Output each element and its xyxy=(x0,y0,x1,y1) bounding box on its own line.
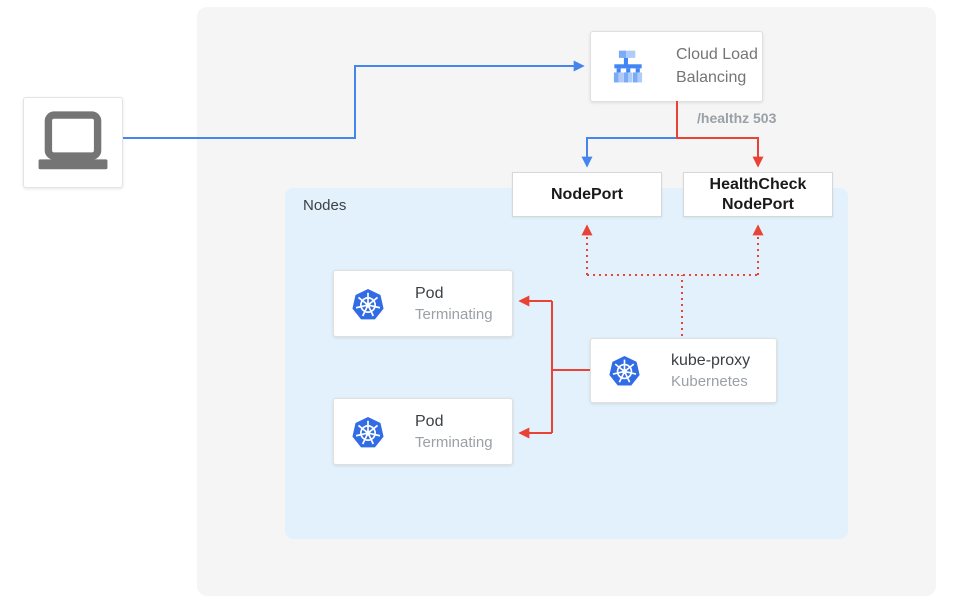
nodeport-label: NodePort xyxy=(551,185,623,203)
nodeport-node: NodePort xyxy=(512,172,662,217)
pod-node: Pod Terminating xyxy=(333,398,513,465)
pod-node: Pod Terminating xyxy=(333,270,513,337)
nodes-group-label: Nodes xyxy=(303,197,347,214)
kube-proxy-label: kube-proxy xyxy=(671,351,751,369)
kube-proxy-node: kube-proxy Kubernetes xyxy=(590,338,777,403)
pod-label: Pod xyxy=(415,412,444,430)
healthcheck-nodeport-label: HealthCheck NodePort xyxy=(709,175,807,213)
kube-proxy-sublabel: Kubernetes xyxy=(671,372,748,390)
kubernetes-icon xyxy=(351,287,385,321)
cloud-load-balancing-label: Cloud Load Balancing xyxy=(676,46,758,86)
client-node xyxy=(23,97,123,188)
cloud-load-balancing-icon xyxy=(608,48,648,86)
cloud-load-balancing-node: Cloud Load Balancing xyxy=(590,31,763,102)
pod-label: Pod xyxy=(415,284,444,302)
healthz-503-annotation: /healthz 503 xyxy=(697,110,777,126)
kubernetes-icon xyxy=(351,415,385,449)
pod-status: Terminating xyxy=(415,305,493,323)
kubernetes-icon xyxy=(608,354,641,387)
laptop-icon xyxy=(38,110,108,169)
healthcheck-nodeport-node: HealthCheck NodePort xyxy=(683,172,833,217)
pod-status: Terminating xyxy=(415,433,493,451)
